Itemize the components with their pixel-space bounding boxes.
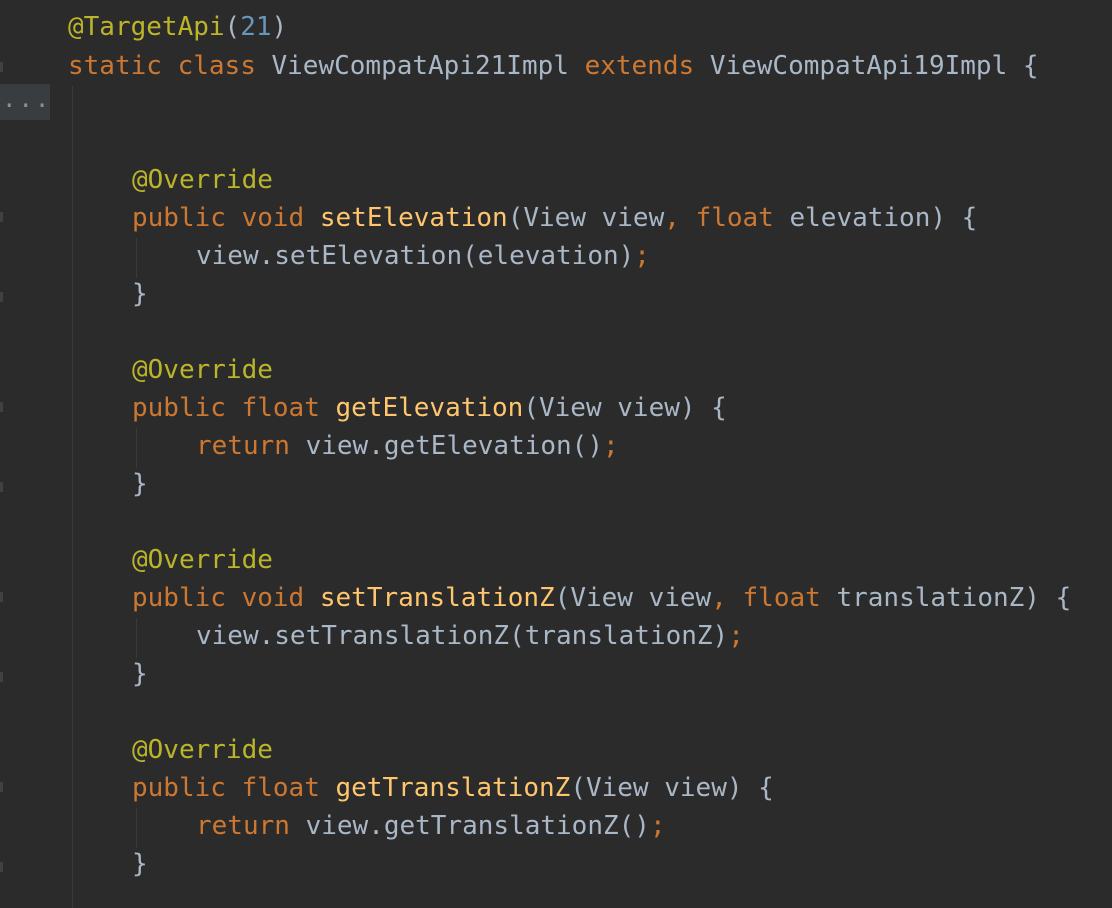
code-line[interactable]: @Override [132,541,273,579]
code-token: float [241,393,336,423]
code-token: ; [634,241,650,271]
code-token: return [196,431,306,461]
folded-code-placeholder[interactable]: ... [0,84,50,120]
code-token: @Override [132,735,273,765]
code-token: } [132,659,148,689]
code-token: return [196,811,306,841]
code-token: setElevation [319,203,508,233]
indent-guide [136,618,137,658]
code-line[interactable]: view.setTranslationZ(translationZ); [196,617,744,655]
code-token: ; [728,621,744,651]
code-token: 21 [240,12,272,42]
fold-marker[interactable] [0,212,3,222]
indent-guide [136,238,137,278]
indent-guide [72,86,73,908]
code-token: view.setElevation(elevation) [196,241,635,271]
code-line[interactable]: public float getElevation(View view) { [132,389,727,427]
code-line[interactable]: @Override [132,351,273,389]
code-token: public [132,203,242,233]
code-token: elevation) { [789,203,978,233]
fold-marker[interactable] [0,292,3,302]
code-token: ViewCompatApi19Impl { [709,51,1039,81]
fold-marker[interactable] [0,672,3,682]
code-token: ; [603,431,619,461]
code-token: static [68,51,178,81]
fold-marker[interactable] [0,592,3,602]
code-line[interactable]: view.setElevation(elevation); [196,237,650,275]
code-token: public [132,773,242,803]
code-token: @TargetApi [68,12,225,42]
code-line[interactable]: public void setElevation(View view, floa… [132,199,977,237]
code-token: class [177,51,272,81]
code-line[interactable]: return view.getElevation(); [196,427,619,465]
code-line[interactable]: @TargetApi(21) [68,8,287,46]
code-line[interactable]: return view.getTranslationZ(); [196,807,666,845]
code-token: float [241,773,336,803]
indent-guide [136,808,137,848]
code-token: view.getElevation() [305,431,603,461]
code-line[interactable]: } [132,845,148,883]
fold-marker[interactable] [0,482,3,492]
code-token: } [132,469,148,499]
code-token: float [742,583,837,613]
fold-marker[interactable] [0,62,3,72]
code-token: void [241,583,320,613]
fold-marker[interactable] [0,862,3,872]
code-line[interactable]: public float getTranslationZ(View view) … [132,769,774,807]
code-line[interactable]: } [132,275,148,313]
code-token: ViewCompatApi21Impl [271,51,585,81]
code-line[interactable]: } [132,655,148,693]
code-line[interactable]: } [132,465,148,503]
editor-gutter: ... [0,0,56,908]
code-token: getElevation [335,393,524,423]
code-token: } [132,849,148,879]
code-token: @Override [132,545,273,575]
code-token: @Override [132,355,273,385]
code-token: extends [584,51,710,81]
code-line[interactable]: @Override [132,161,273,199]
code-token: (View view) { [523,393,727,423]
code-token: setTranslationZ [319,583,555,613]
indent-guide [136,428,137,468]
code-token: void [241,203,320,233]
code-token: getTranslationZ [335,773,571,803]
code-token: public [132,583,242,613]
code-token: , [664,203,696,233]
code-token: view.setTranslationZ(translationZ) [196,621,729,651]
code-token: (View view [507,203,665,233]
code-token: ( [224,12,241,42]
code-line[interactable]: public void setTranslationZ(View view, f… [132,579,1071,617]
code-token: } [132,279,148,309]
code-token: translationZ) { [836,583,1072,613]
code-token: public [132,393,242,423]
code-token: @Override [132,165,273,195]
code-line[interactable]: static class ViewCompatApi21Impl extends… [68,47,1039,85]
code-line[interactable]: @Override [132,731,273,769]
code-token: view.getTranslationZ() [305,811,650,841]
code-token: ) [271,12,288,42]
fold-marker[interactable] [0,402,3,412]
code-token: (View view) { [570,773,774,803]
fold-marker[interactable] [0,782,3,792]
code-token: ; [649,811,666,841]
code-token: (View view [554,583,712,613]
code-token: float [695,203,790,233]
code-token: , [711,583,743,613]
